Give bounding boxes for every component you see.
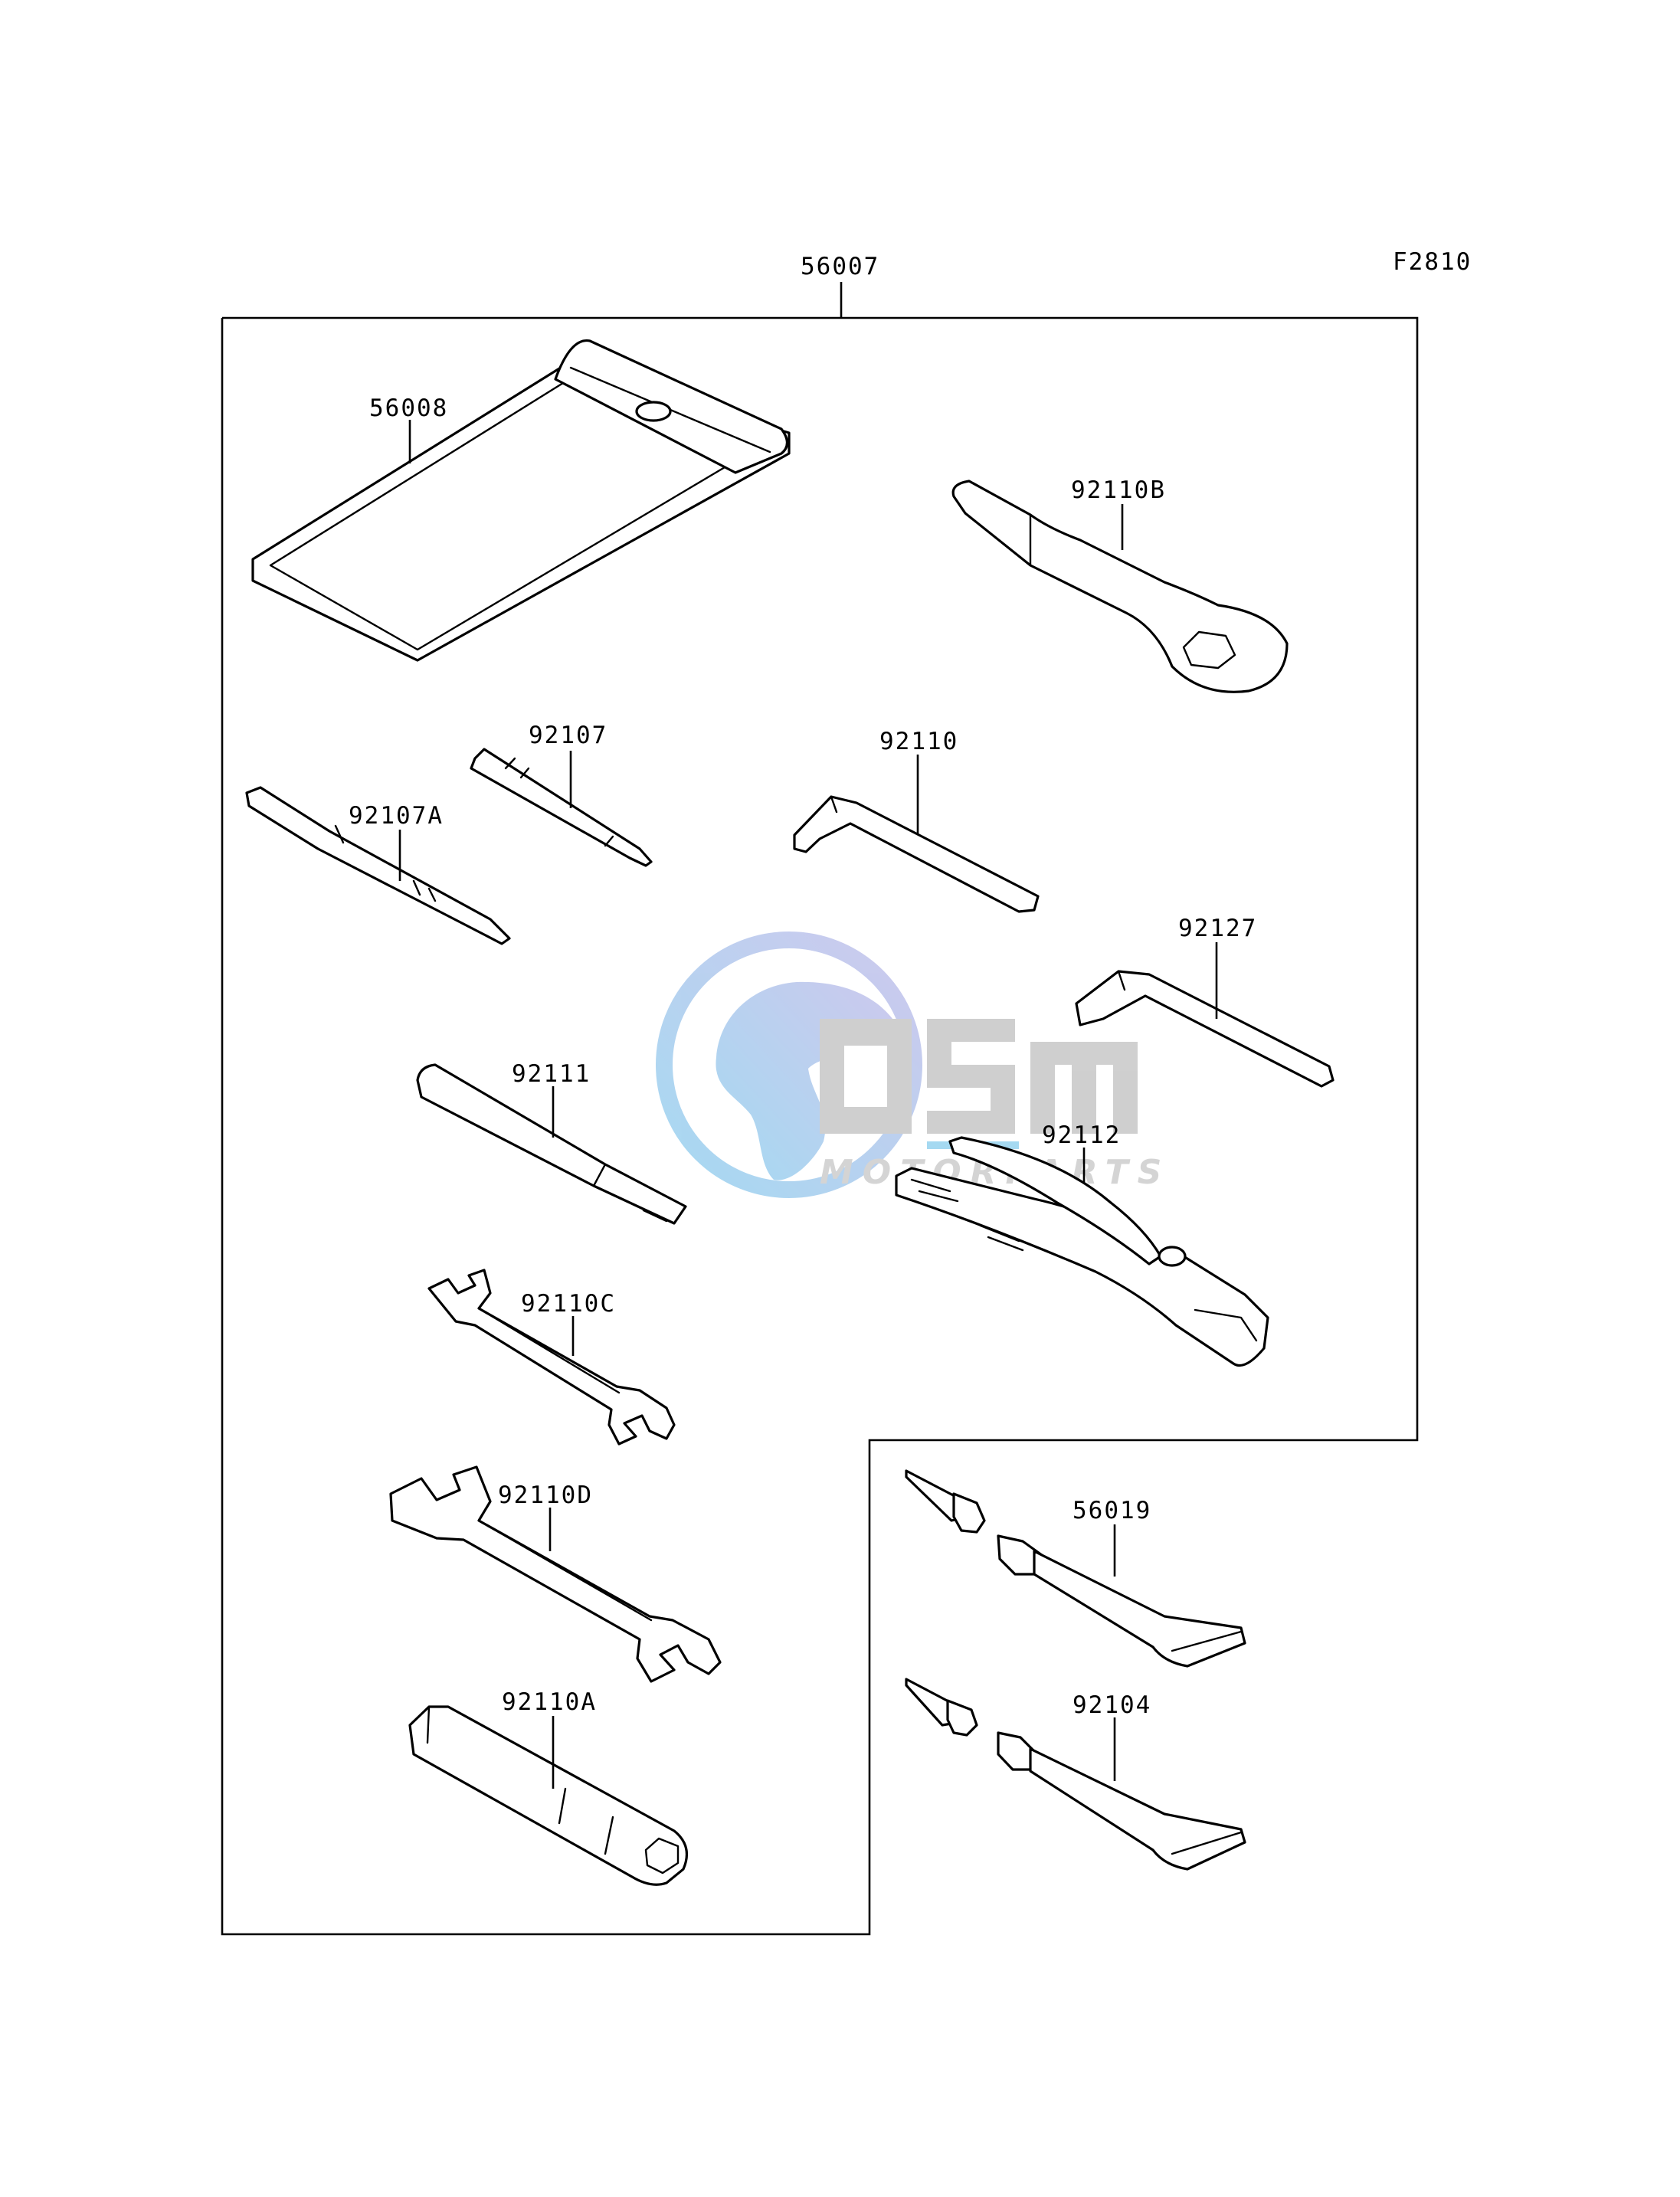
label-92127: 92127 [1178,915,1257,942]
screwdriver-bit-92107[interactable]: 92107 [470,722,653,867]
label-92110d: 92110D [498,1482,593,1509]
box-wrench-92110b[interactable]: 92110B [951,476,1289,693]
label-92110: 92110 [879,728,958,755]
label-92110b: 92110B [1071,476,1166,504]
label-92110a: 92110A [502,1688,597,1716]
label-56008: 56008 [369,395,448,422]
tool-bag-56008[interactable]: 56008 [251,339,791,662]
label-92107: 92107 [529,722,607,749]
pliers-92112[interactable]: 92112 [895,1121,1269,1367]
kit-label: 56007 [801,253,879,280]
figure-code: F2810 [1393,248,1472,276]
handle-bar-92111[interactable]: 92111 [416,1060,687,1225]
label-92111: 92111 [512,1060,591,1088]
hex-key-92110[interactable]: 92110 [793,728,1040,913]
label-92110c: 92110C [521,1290,616,1318]
grease-tube-56019[interactable]: 56019 [905,1469,1246,1668]
wrench-92110d[interactable]: 92110D [389,1465,722,1683]
watermark: MOTORPARTS [656,932,1161,1198]
wrench-92110c[interactable]: 92110C [427,1269,676,1446]
kit-frame [221,282,1419,1936]
hex-key-92127[interactable]: 92127 [1075,915,1335,1088]
label-92104: 92104 [1073,1691,1151,1719]
label-92107a: 92107A [349,802,444,830]
label-56019: 56019 [1073,1497,1151,1524]
plug-wrench-92110a[interactable]: 92110A [408,1688,689,1886]
globe-icon [656,932,922,1198]
label-92112: 92112 [1042,1121,1121,1149]
screwdriver-double-92107a[interactable]: 92107A [245,786,511,945]
grease-tube-92104[interactable]: 92104 [905,1678,1246,1871]
